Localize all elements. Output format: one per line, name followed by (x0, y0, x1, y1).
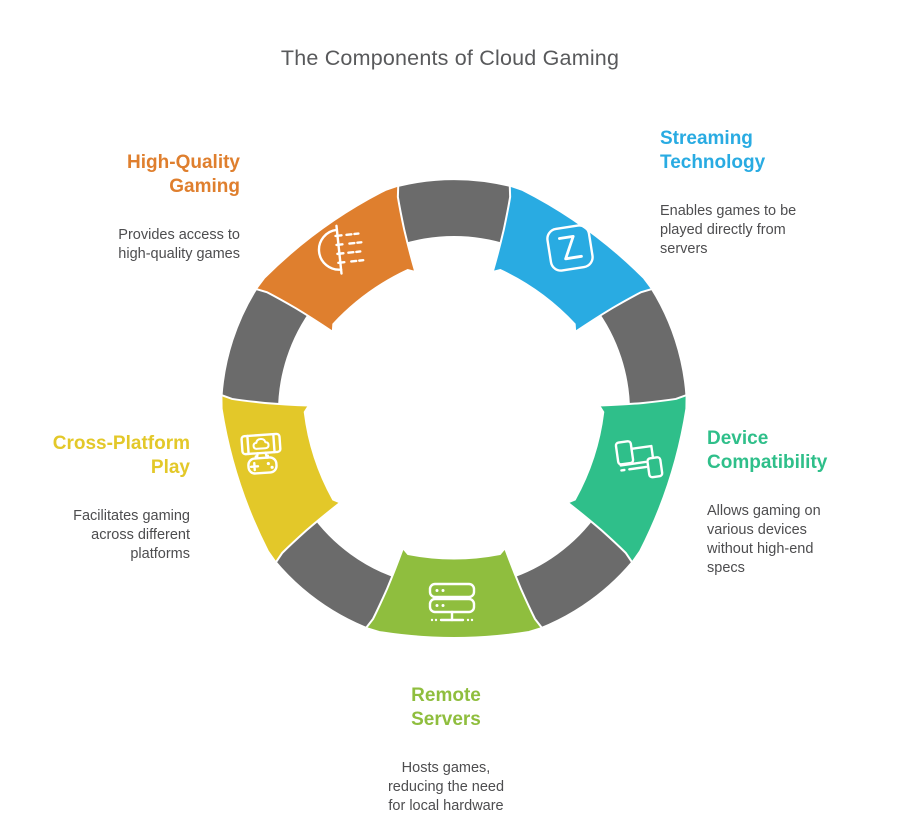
segment-heading: Cross-Platform Play (52, 433, 190, 478)
page-title: The Components of Cloud Gaming (280, 46, 620, 70)
server-rack-icon (428, 582, 476, 622)
segment-arrow-device-compatibility (565, 393, 688, 565)
ring-arc (594, 272, 687, 417)
label-streaming-technology: Streaming Technology Enables games to be… (660, 109, 796, 277)
segment-icons (240, 224, 664, 622)
segment-description: Allows gaming on various devices without… (707, 503, 821, 576)
ring-arcs (221, 180, 687, 634)
ring-arc (505, 512, 645, 634)
segment-heading: Remote Servers (411, 685, 481, 730)
segment-arrow-remote-servers (364, 546, 544, 639)
ring-arc (378, 180, 530, 246)
segment-description: Provides access to high-quality games (118, 227, 240, 262)
label-cross-platform-play: Cross-Platform Play Facilitates gaming a… (53, 414, 190, 582)
segment-description: Hosts games, reducing the need for local… (387, 760, 505, 814)
label-device-compatibility: Device Compatibility Allows gaming on va… (707, 409, 827, 596)
ring-arc (263, 512, 403, 634)
segment-heading: Device Compatibility (707, 428, 828, 473)
cloud-gamepad-icon (240, 432, 282, 475)
segment-heading: Streaming Technology (660, 128, 766, 173)
segment-arrow-high-quality-gaming (254, 184, 417, 334)
headlight-icon (317, 224, 365, 275)
ring-arc (221, 272, 314, 416)
segment-description: Facilitates gaming across different plat… (73, 508, 190, 562)
segment-description: Enables games to be played directly from… (660, 203, 797, 257)
label-remote-servers: Remote Servers Hosts games, reducing the… (388, 666, 504, 834)
segment-heading: High-Quality Gaming (127, 152, 240, 197)
segment-arrow-cross-platform-play (220, 393, 343, 565)
z-square-icon (546, 224, 594, 272)
label-high-quality-gaming: High-Quality Gaming Provides access to h… (118, 133, 240, 282)
linked-devices-icon (614, 440, 664, 479)
